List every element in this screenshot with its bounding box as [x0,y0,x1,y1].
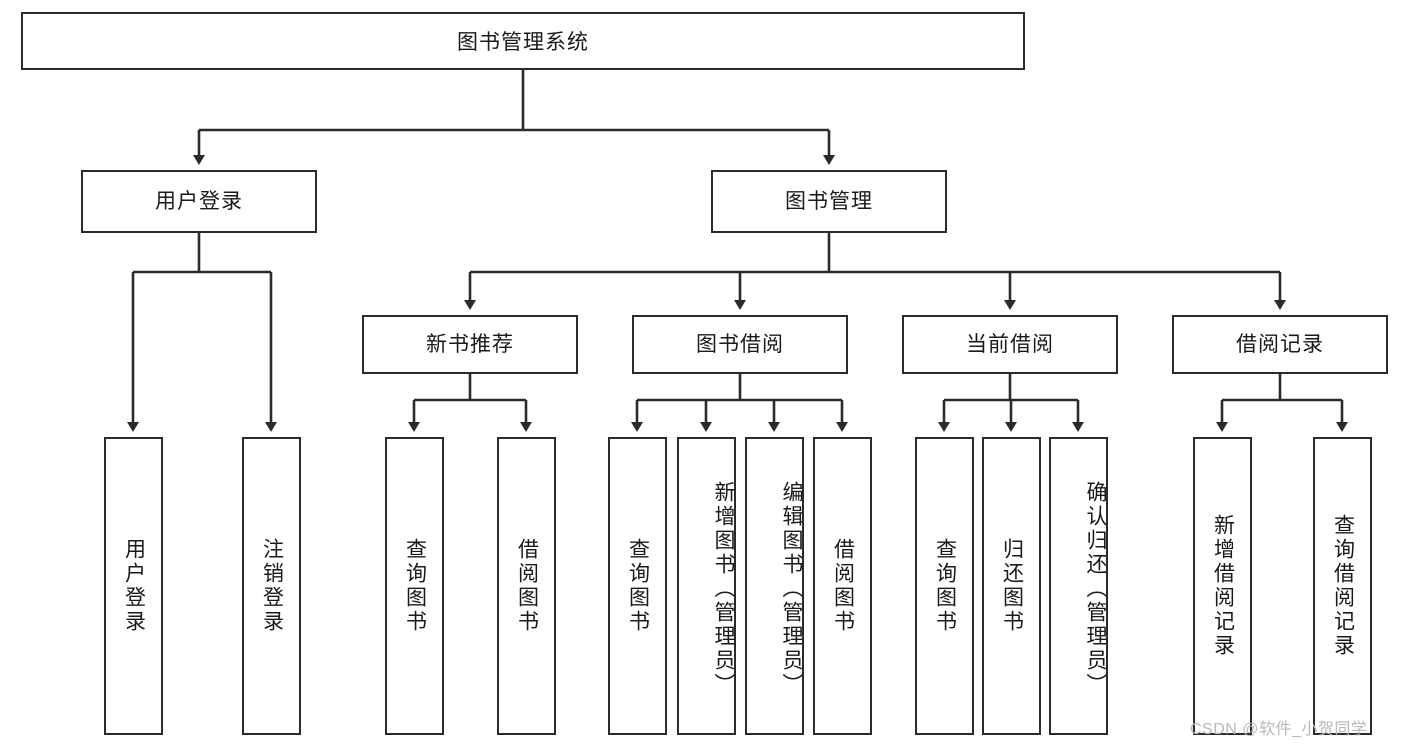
node-borrow-record[interactable]: 借阅记录 [1172,315,1388,374]
leaf-recommend-borrow-book[interactable]: 借阅图书 [497,437,556,735]
node-book-borrow[interactable]: 图书借阅 [632,315,848,374]
leaf-current-return-book[interactable]: 归还图书 [982,437,1041,735]
node-user-login[interactable]: 用户登录 [81,170,317,233]
leaf-record-add-record[interactable]: 新增借阅记录 [1193,437,1252,735]
leaf-user-login-signin[interactable]: 用户登录 [104,437,163,735]
leaf-current-query-book[interactable]: 查询图书 [915,437,974,735]
node-current-borrow[interactable]: 当前借阅 [902,315,1118,374]
leaf-record-query-record[interactable]: 查询借阅记录 [1313,437,1372,735]
leaf-borrow-borrow-book[interactable]: 借阅图书 [813,437,872,735]
node-book-management[interactable]: 图书管理 [711,170,947,233]
node-root-system[interactable]: 图书管理系统 [21,12,1025,70]
leaf-recommend-query-book[interactable]: 查询图书 [385,437,444,735]
leaf-borrow-edit-book-admin[interactable]: 编辑图书（管理员） [745,437,804,735]
csdn-watermark: CSDN @软件_小贺同学 [1190,721,1368,738]
leaf-borrow-add-book-admin[interactable]: 新增图书（管理员） [677,437,736,735]
leaf-user-login-signout[interactable]: 注销登录 [242,437,301,735]
leaf-borrow-query-book[interactable]: 查询图书 [608,437,667,735]
leaf-current-confirm-return-admin[interactable]: 确认归还（管理员） [1049,437,1108,735]
node-new-book-recommend[interactable]: 新书推荐 [362,315,578,374]
